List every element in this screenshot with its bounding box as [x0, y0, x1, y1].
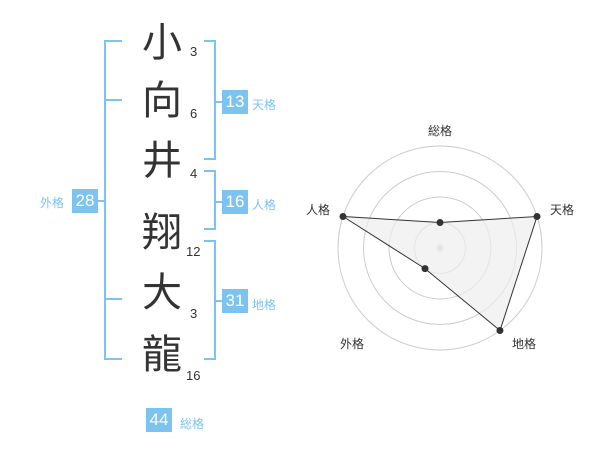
- radar-axis-label-gaikaku: 外格: [340, 337, 365, 351]
- gaikaku-label: 外格: [40, 196, 65, 210]
- name-char-2: 向: [142, 78, 182, 124]
- name-char-1: 小: [142, 20, 182, 66]
- stroke-count-5: 3: [190, 306, 198, 321]
- stroke-count-1: 3: [190, 44, 198, 59]
- tenkaku-label: 天格: [252, 98, 277, 112]
- name-char-4: 翔: [142, 210, 182, 256]
- radar-point-5: [339, 212, 347, 220]
- name-char-5: 大: [142, 270, 182, 316]
- soukaku-label: 総格: [180, 417, 205, 431]
- name-char-6: 龍: [142, 332, 182, 378]
- radar-point-2: [533, 212, 541, 220]
- gaikaku-badge: 28: [72, 189, 98, 213]
- radar-axis-label-chikaku: 地格: [512, 337, 537, 351]
- radar-axis-label-jinkaku: 人格: [306, 203, 331, 217]
- stroke-count-4: 12: [186, 244, 201, 259]
- chikaku-label: 地格: [252, 298, 277, 312]
- radar-point-3: [496, 327, 504, 335]
- stroke-count-6: 16: [186, 368, 201, 383]
- jinkaku-label: 人格: [252, 198, 277, 212]
- radar-point-1: [436, 219, 444, 226]
- radar-shape: [342, 215, 538, 332]
- radar-polygon: [342, 215, 538, 332]
- stroke-count-3: 4: [190, 166, 198, 181]
- radar-point-4: [421, 265, 429, 273]
- chikaku-badge: 31: [222, 289, 248, 313]
- jinkaku-badge: 16: [222, 190, 248, 214]
- radar-points: [339, 212, 541, 335]
- radar-axis-label-tenkaku: 天格: [550, 203, 575, 217]
- stroke-count-2: 6: [190, 106, 198, 121]
- radar-ring-4: [337, 145, 543, 351]
- radar-axis-label-soukaku: 総格: [428, 124, 453, 138]
- soukaku-badge: 44: [146, 408, 172, 432]
- tenkaku-badge: 13: [222, 90, 248, 114]
- name-char-3: 井: [142, 138, 182, 184]
